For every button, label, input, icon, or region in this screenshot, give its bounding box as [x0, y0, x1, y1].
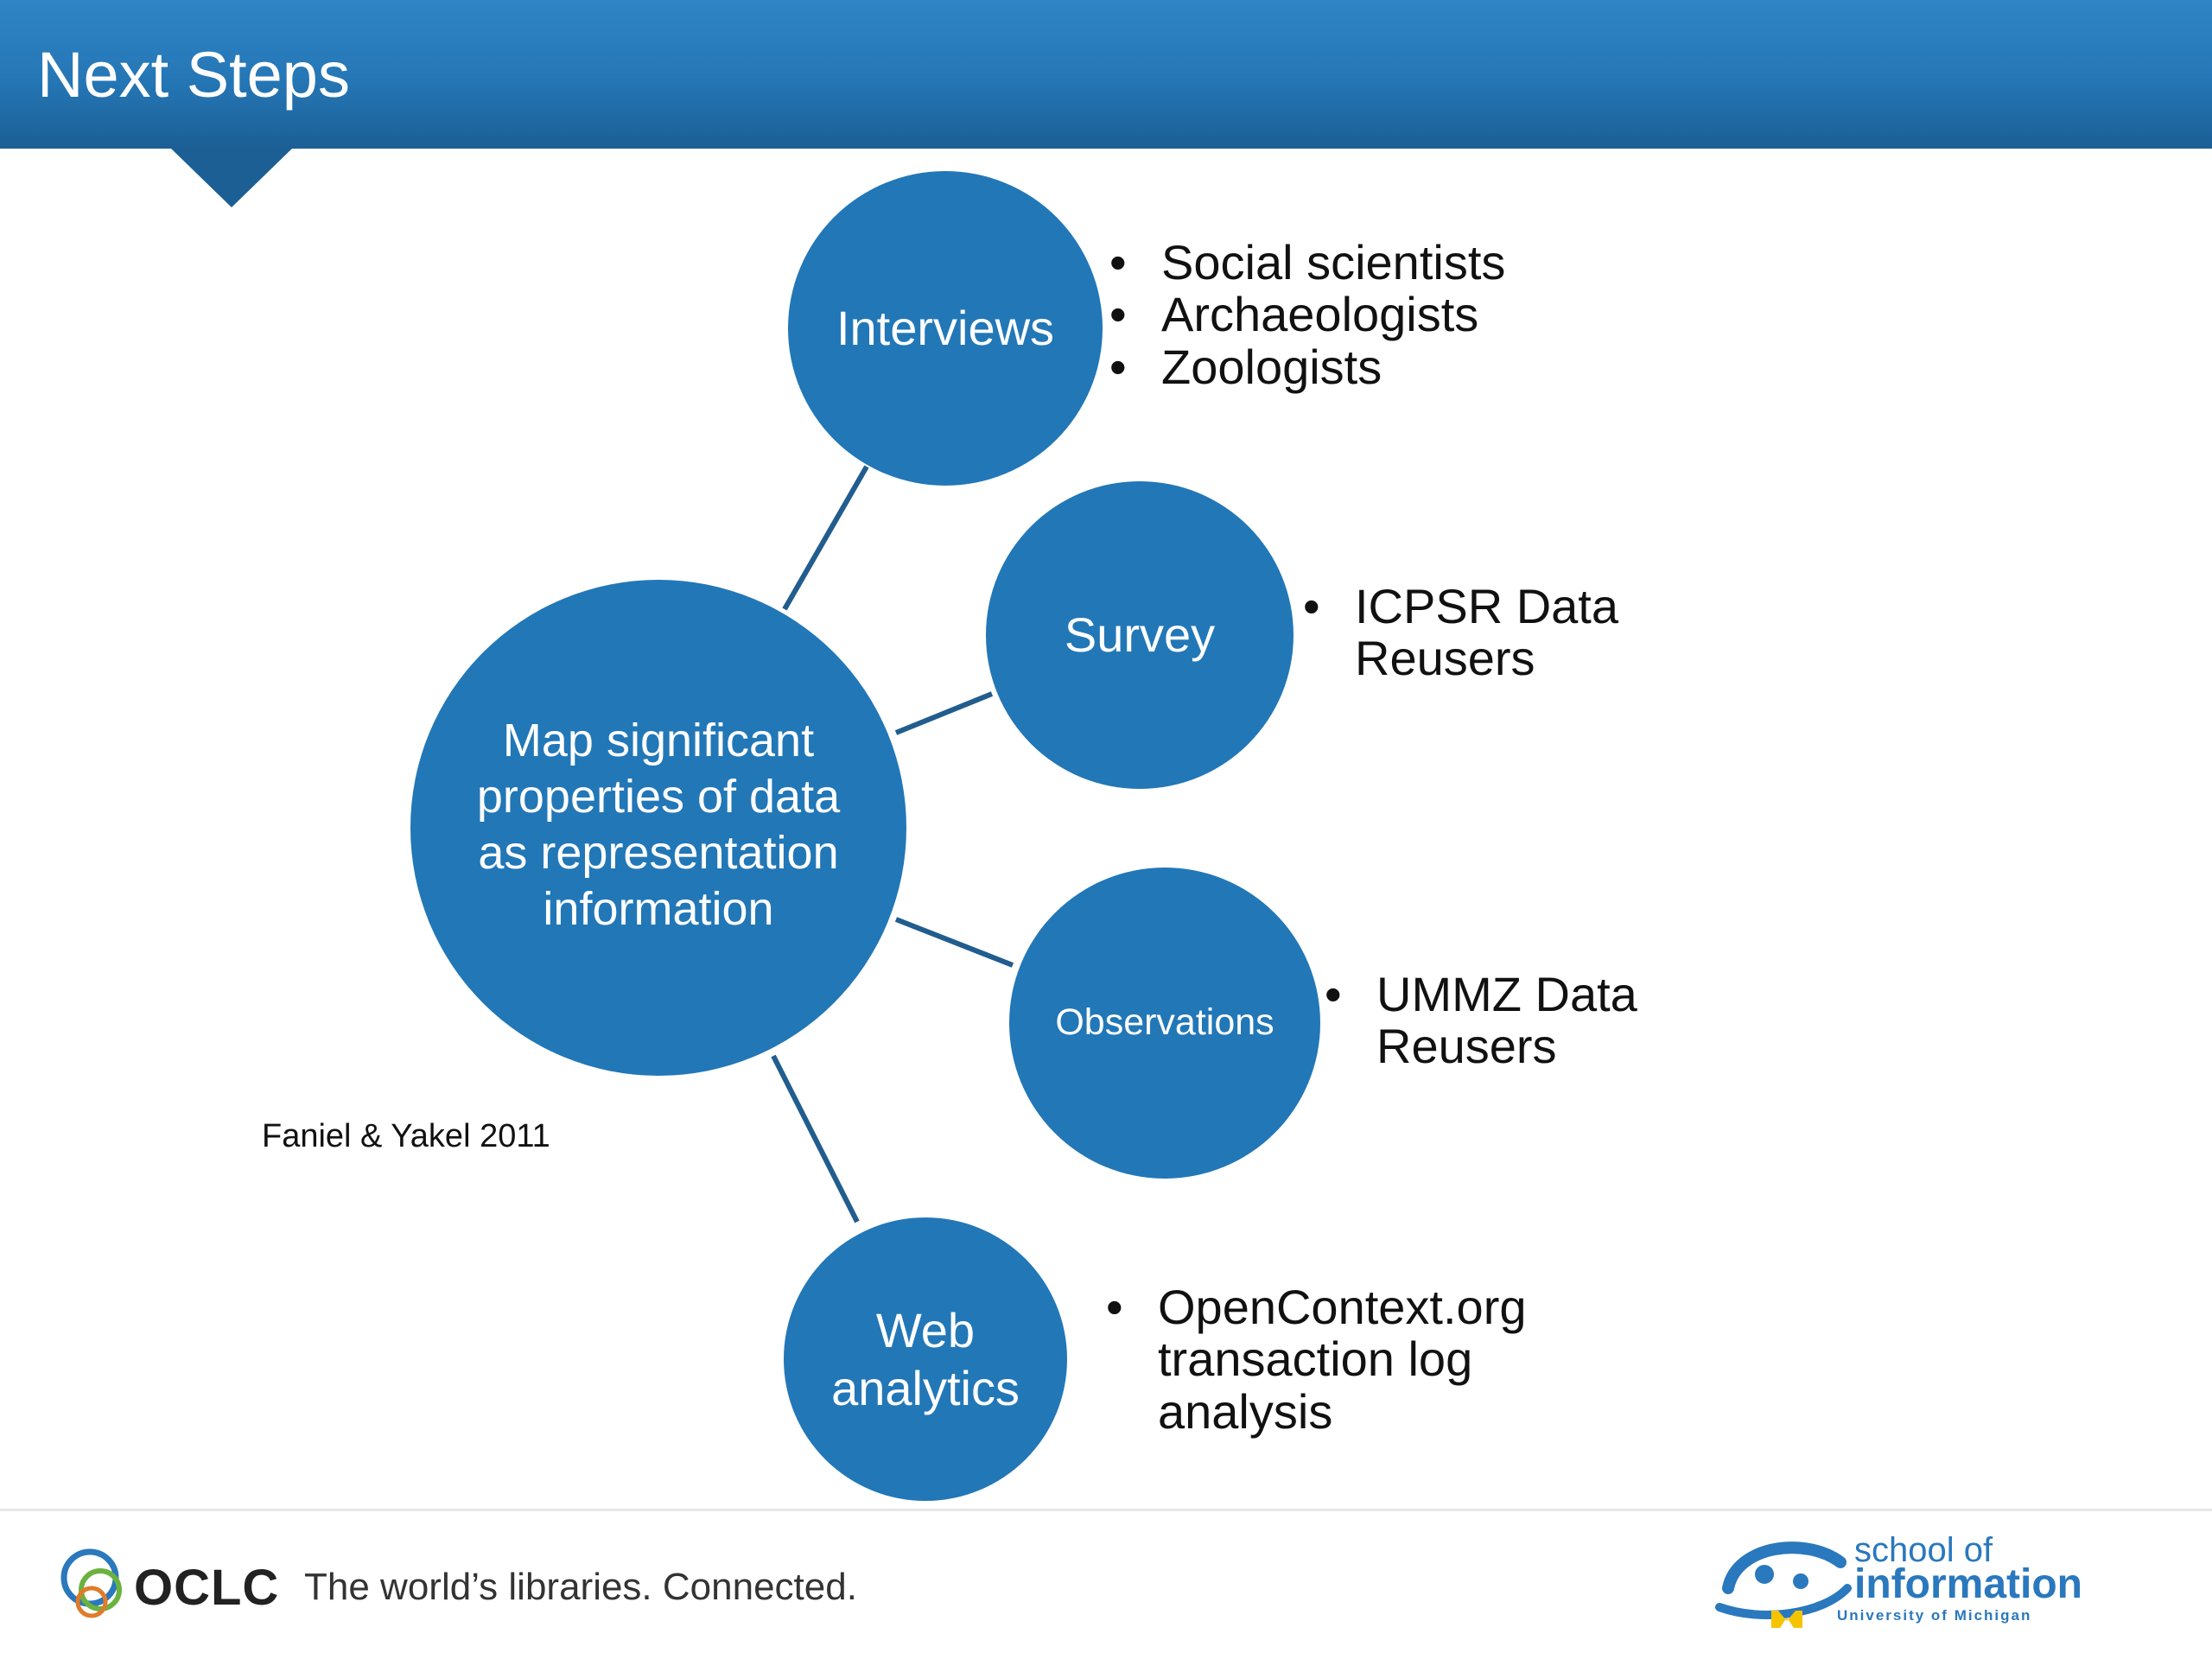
- slide-header: [0, 0, 2212, 149]
- survey-node: [986, 481, 1294, 789]
- school-of-information-swirl-logo-icon: [1715, 1541, 1852, 1628]
- footer-divider: [0, 1509, 2212, 1511]
- connector-survey: [894, 691, 994, 735]
- bullet-item: OpenContext.org transaction log analysis: [1106, 1281, 1526, 1438]
- web-analytics-node: [784, 1217, 1067, 1501]
- slide-title: Next Steps: [37, 39, 350, 111]
- university-of-michigan-label: University of Michigan: [1837, 1607, 2032, 1624]
- center-node-label: Map significant properties of data as re…: [476, 715, 841, 935]
- oclc-tagline: The world’s libraries. Connected.: [304, 1566, 857, 1608]
- connector-interviews: [782, 465, 869, 611]
- citation-text: Faniel & Yakel 2011: [262, 1118, 550, 1154]
- oclc-rings-logo-icon: [60, 1548, 122, 1618]
- oclc-wordmark: OCLC: [134, 1560, 280, 1616]
- header-notch-arrow: [169, 147, 294, 207]
- survey-bullet-list: ICPSR Data Reusers: [1303, 580, 1618, 685]
- web-analytics-node-label: Web analytics: [831, 1302, 1020, 1415]
- survey-node-label: Survey: [1064, 607, 1216, 663]
- school-of-label: school of: [1854, 1531, 1993, 1569]
- bullet-item: Zoologists: [1109, 340, 1505, 394]
- connector-observations: [894, 917, 1014, 968]
- bullet-item: Social scientists: [1109, 236, 1505, 289]
- observations-node-label: Observations: [1055, 1001, 1274, 1044]
- interviews-node: [788, 171, 1103, 486]
- center-node: [410, 580, 906, 1076]
- interviews-bullet-list: Social scientists Archaeologists Zoologi…: [1109, 236, 1505, 394]
- bullet-item: ICPSR Data Reusers: [1303, 580, 1618, 685]
- bullet-item: Archaeologists: [1109, 288, 1505, 341]
- information-label: information: [1854, 1561, 2082, 1607]
- observations-bullet-list: UMMZ Data Reusers: [1325, 968, 1637, 1073]
- interviews-node-label: Interviews: [836, 301, 1055, 356]
- bullet-item: UMMZ Data Reusers: [1325, 968, 1637, 1073]
- observations-node: [1009, 868, 1320, 1179]
- connector-web-analytics: [771, 1054, 860, 1224]
- web-analytics-bullet-list: OpenContext.org transaction log analysis: [1106, 1281, 1526, 1438]
